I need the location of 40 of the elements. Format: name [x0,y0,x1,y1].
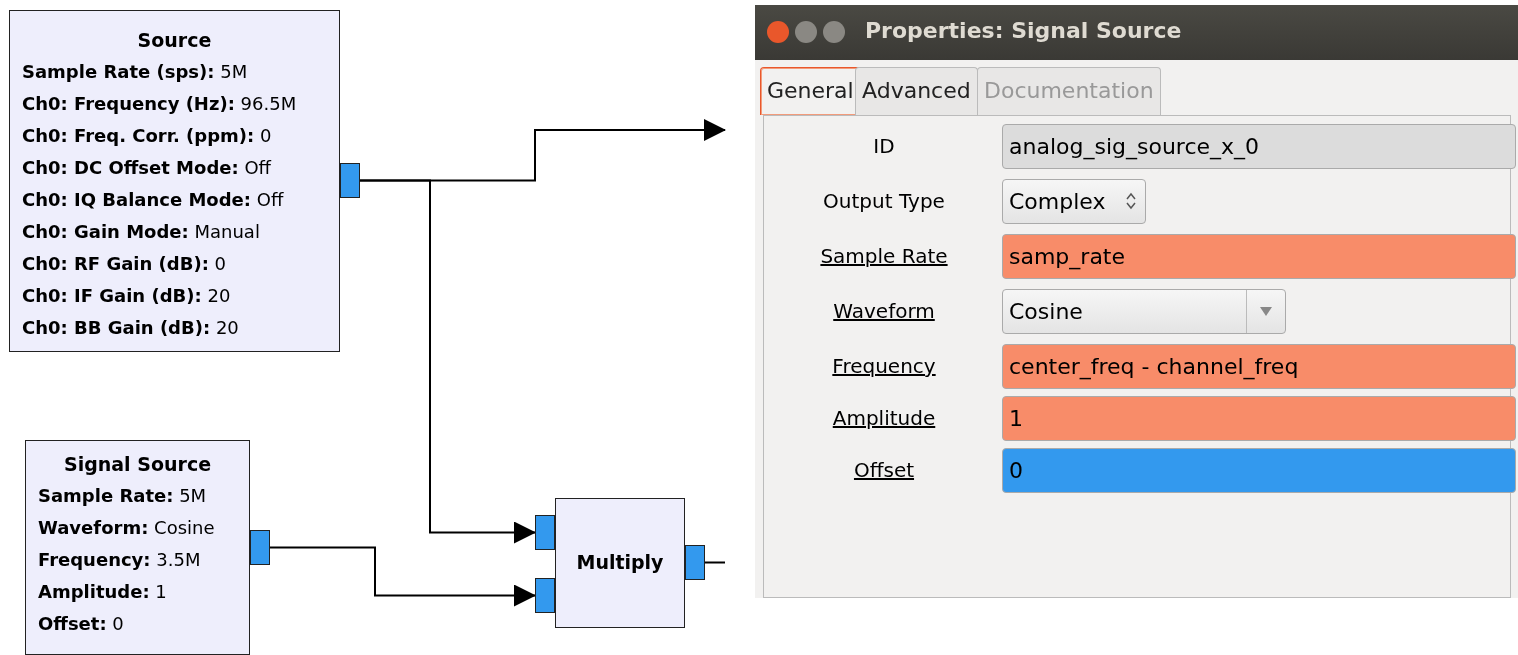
dialog-title: Properties: Signal Source [865,18,1182,43]
parameter-text: Ch0: Freq. Corr. (ppm): 0 [22,125,272,146]
field-label: Frequency [831,354,937,378]
parameter-text: Amplitude: 1 [38,581,167,602]
block-title: Signal Source [62,453,213,475]
block-title: Source [136,29,213,51]
select-field: Complex [1002,179,1146,224]
id-field: analog_sig_source_x_0 [1002,124,1516,169]
parameter-text: Ch0: IF Gain (dB): 20 [22,285,231,306]
block-box [25,440,250,655]
parameter-text: Sample Rate: 5M [38,485,207,506]
input-field: samp_rate [1002,234,1516,279]
parameter-text: Ch0: Gain Mode: Manual [22,221,260,242]
field-label: Offset [852,458,916,482]
parameter-text: Ch0: RF Gain (dB): 0 [22,253,227,274]
field-label: ID [872,134,896,158]
tab: Advanced [855,67,978,115]
field-label: Waveform [832,299,936,323]
parameter-text: Sample Rate (sps): 5M [22,61,248,82]
field-label: Amplitude [831,406,937,430]
block-box [9,10,340,352]
parameter-text: Ch0: BB Gain (dB): 20 [22,317,239,338]
input-field: 0 [1002,448,1516,493]
arrow [359,179,536,544]
parameter-text: Waveform: Cosine [38,517,215,538]
parameter-text: Frequency: 3.5M [38,549,201,570]
field-label: Output Type [822,189,946,213]
arrow [269,546,536,607]
field-label: Sample Rate [819,244,949,268]
connector-line [704,561,726,564]
parameter-text: Ch0: DC Offset Mode: Off [22,157,271,178]
tab: Documentation [977,67,1161,115]
parameter-text: Ch0: IQ Balance Mode: Off [22,189,284,210]
input-field: 1 [1002,396,1516,441]
input-field: center_freq - channel_freq [1002,344,1516,389]
parameter-text: Offset: 0 [38,613,124,634]
parameter-text: Ch0: Frequency (Hz): 96.5M [22,93,297,114]
block-box [555,498,685,628]
select-field: Cosine [1002,289,1286,334]
block-title: Multiply [575,551,665,573]
